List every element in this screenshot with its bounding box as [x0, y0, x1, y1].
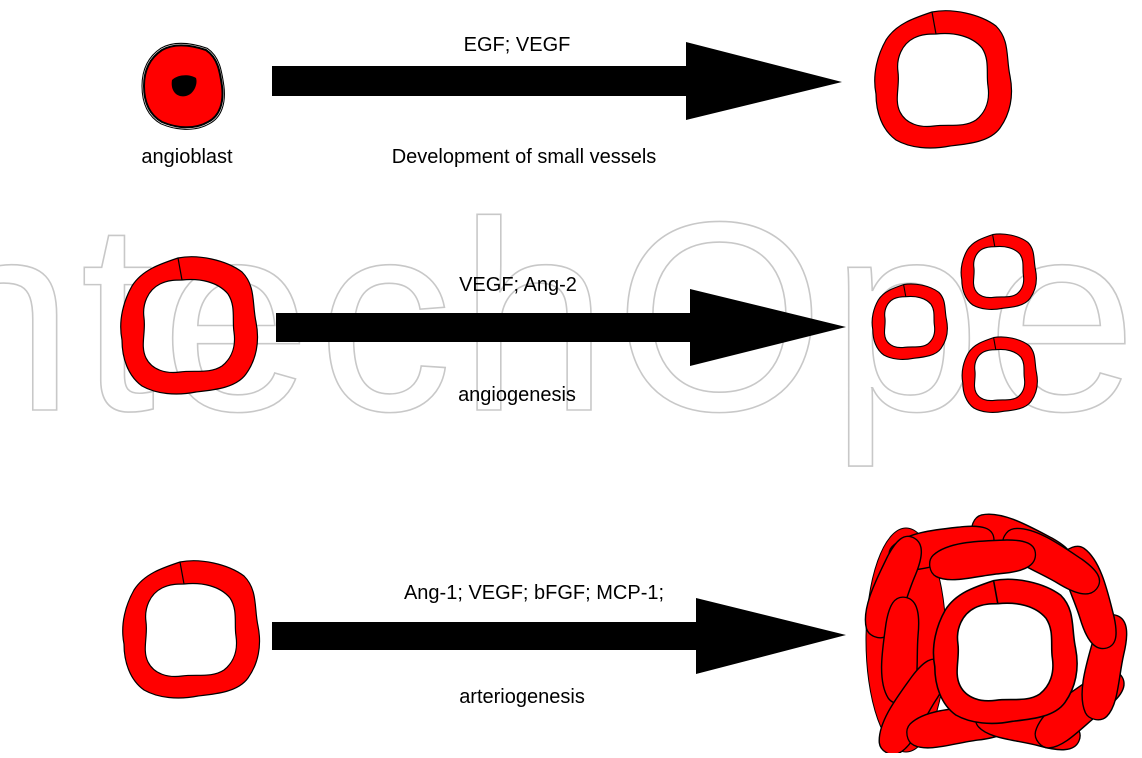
angioblast-cell-shape: [141, 42, 225, 130]
artery-shape: [856, 505, 1132, 758]
factors-label-row-1: EGF; VEGF: [463, 34, 571, 56]
artery-lumen-vessel: [932, 578, 1078, 725]
factors-label-row-3: Ang-1; VEGF; bFGF; MCP-1;: [403, 582, 665, 604]
arrow-row-3: [272, 598, 846, 674]
process-label-row-1: Development of small vessels: [391, 146, 657, 168]
process-label-row-3: arteriogenesis: [459, 686, 585, 708]
source-vessel-row-3: [122, 560, 261, 699]
small-vessel-shape: [874, 10, 1013, 149]
factors-label-row-2: VEGF; Ang-2: [459, 274, 577, 296]
arrow-row-1: [272, 42, 842, 120]
process-label-row-2: angiogenesis: [458, 384, 576, 406]
angioblast-label: angioblast: [141, 146, 233, 168]
arrow-row-2: [276, 289, 846, 366]
